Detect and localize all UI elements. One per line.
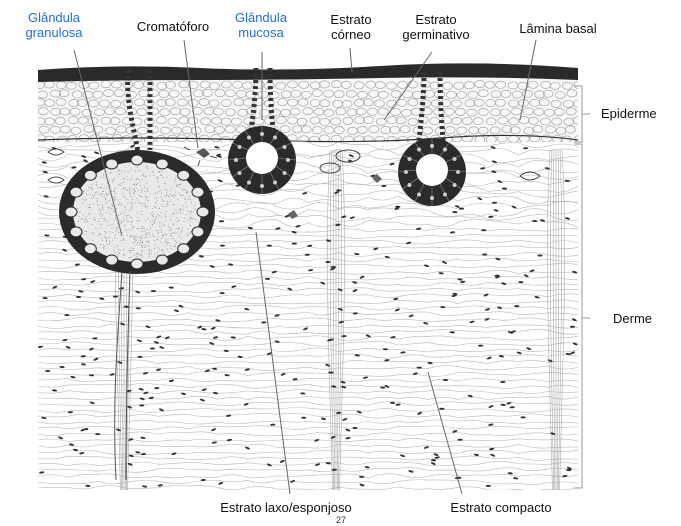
label-estrato-corneo: Estrato córneo xyxy=(318,12,384,42)
label-estrato-corneo-line2: córneo xyxy=(318,27,384,42)
label-glandula-mucosa-line1: Glândula xyxy=(226,10,296,25)
epidermis xyxy=(34,63,584,143)
label-estrato-germinativo-line2: germinativo xyxy=(390,27,482,42)
label-epiderme: Epiderme xyxy=(601,106,657,121)
label-glandula-granulosa-line1: Glândula xyxy=(14,10,94,25)
dermis-bracket xyxy=(574,144,590,488)
chromatophore xyxy=(184,147,217,166)
label-estrato-compacto: Estrato compacto xyxy=(436,500,566,515)
label-derme: Derme xyxy=(613,311,652,326)
page-number: 27 xyxy=(326,515,356,525)
label-cromatoforo: Cromatóforo xyxy=(118,19,228,34)
label-estrato-corneo-line1: Estrato xyxy=(318,12,384,27)
label-estrato-laxo: Estrato laxo/esponjoso xyxy=(206,500,366,515)
label-glandula-granulosa-line2: granulosa xyxy=(14,25,94,40)
label-glandula-mucosa: Glândula mucosa xyxy=(226,10,296,40)
label-estrato-germinativo-line1: Estrato xyxy=(390,12,482,27)
label-glandula-granulosa: Glândula granulosa xyxy=(14,10,94,40)
label-glandula-mucosa-line2: mucosa xyxy=(226,25,296,40)
label-lamina-basal: Lâmina basal xyxy=(508,21,608,36)
label-estrato-germinativo: Estrato germinativo xyxy=(390,12,482,42)
